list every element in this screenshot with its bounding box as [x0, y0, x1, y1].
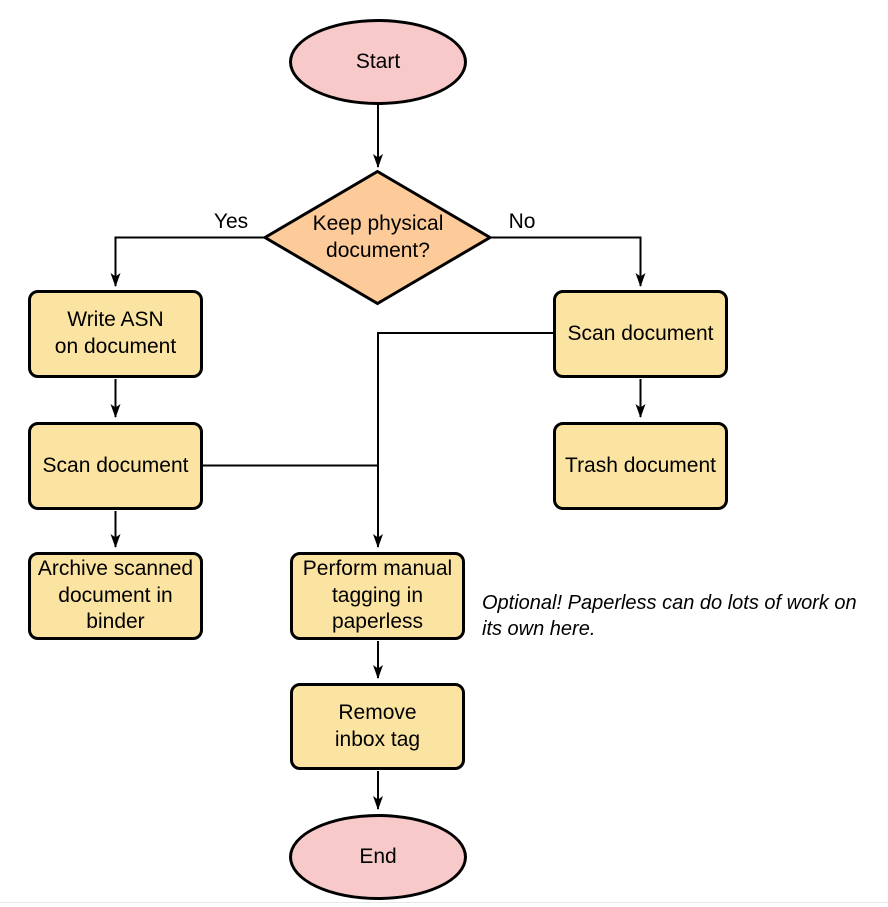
node-start-label: Start [355, 49, 401, 73]
node-end: End [289, 814, 467, 900]
node-archive-binder-label: Archive scanned document in binder [37, 556, 194, 634]
node-decision: Keep physical document? [280, 172, 476, 304]
annotation-optional-note: Optional! Paperless can do lots of work … [482, 592, 857, 640]
node-decision-label: Keep physical document? [312, 212, 444, 262]
node-manual-tagging: Perform manual tagging in paperless [290, 552, 465, 640]
node-scan-document-left-label: Scan document [42, 453, 189, 477]
node-write-asn-label: Write ASN on document [54, 308, 177, 358]
node-trash-document: Trash document [553, 422, 728, 510]
node-archive-binder: Archive scanned document in binder [28, 552, 203, 640]
edge-label-no: No [508, 210, 536, 233]
node-trash-document-label: Trash document [565, 453, 716, 477]
edge-yes-branch [110, 236, 265, 287]
bottom-divider [0, 902, 888, 903]
node-manual-tagging-label: Perform manual tagging in paperless [302, 556, 453, 634]
edge-scanright-tagging [373, 332, 553, 548]
node-scan-document-right-label: Scan document [567, 321, 714, 345]
node-scan-document-left: Scan document [28, 422, 203, 510]
node-remove-inbox-tag: Remove inbox tag [290, 683, 465, 770]
node-write-asn: Write ASN on document [28, 290, 203, 378]
node-end-label: End [359, 844, 397, 868]
edge-label-yes: Yes [213, 210, 249, 233]
decision-diamond-shape [262, 169, 493, 306]
node-start: Start [289, 19, 467, 105]
node-scan-document-right: Scan document [553, 290, 728, 378]
node-remove-inbox-tag-label: Remove inbox tag [334, 700, 421, 751]
edge-no-branch [490, 236, 646, 287]
